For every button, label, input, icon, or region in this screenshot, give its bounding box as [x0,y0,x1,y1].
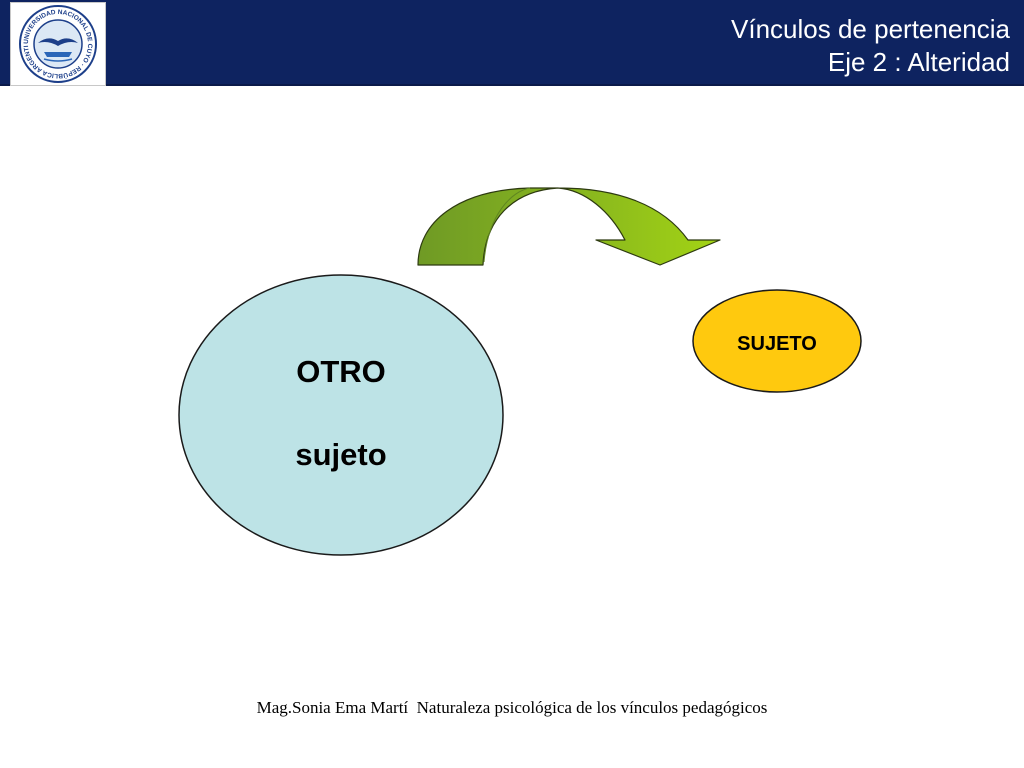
header-title: Vínculos de pertenencia Eje 2 : Alterida… [731,13,1010,79]
footer-citation: Mag.Sonia Ema Martí Naturaleza psicológi… [256,698,768,717]
university-seal-icon: UNIVERSIDAD NACIONAL DE CUYO · REPÚBLICA… [11,3,97,83]
otro-ellipse [178,274,504,556]
header-title-line1: Vínculos de pertenencia [731,14,1010,44]
otro-sublabel: sujeto [295,437,386,472]
otro-label: OTRO [296,354,386,389]
sujeto-label: SUJETO [737,333,817,355]
university-logo: UNIVERSIDAD NACIONAL DE CUYO · REPÚBLICA… [10,2,106,86]
sujeto-ellipse [692,289,862,393]
sujeto-node: SUJETO [692,289,862,393]
curved-arrow-icon [417,187,721,266]
header-title-line2: Eje 2 : Alteridad [827,47,1010,77]
header-bar: UNIVERSIDAD NACIONAL DE CUYO · REPÚBLICA… [0,0,1024,86]
otro-node: OTRO sujeto [178,274,504,556]
